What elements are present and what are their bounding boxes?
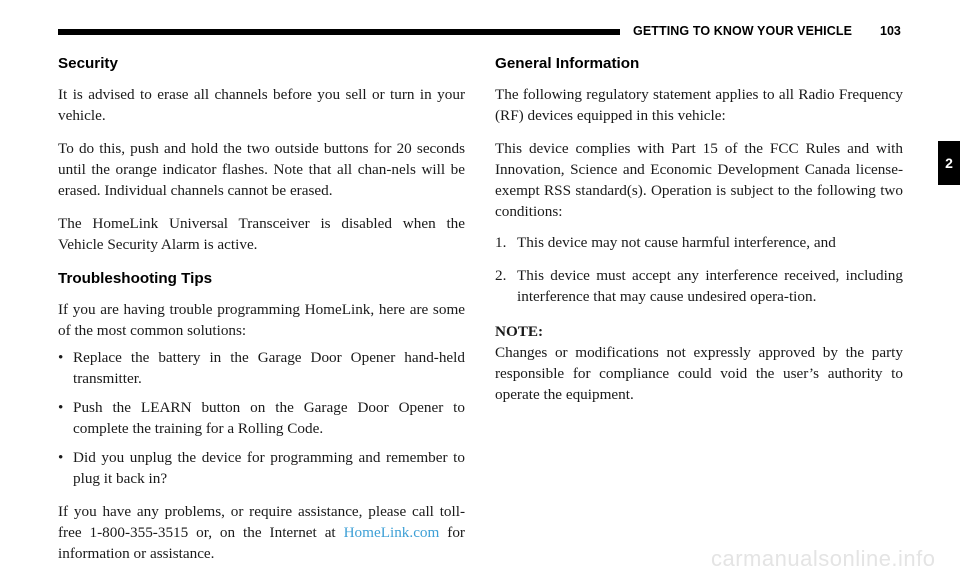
list-item: 2. This device must accept any interferen… — [495, 265, 903, 307]
security-paragraph-2: To do this, push and hold the two outsid… — [58, 140, 465, 199]
list-number: 2. — [495, 267, 507, 284]
list-item-text: This device must accept any interference… — [517, 267, 903, 305]
running-header-title: GETTING TO KNOW YOUR VEHICLE — [633, 24, 853, 38]
note-label-text: NOTE: — [495, 323, 544, 340]
list-item: • Did you unplug the device for programmi… — [58, 447, 465, 489]
note-text: Changes or modifications not expressly a… — [495, 344, 903, 403]
list-number: 1. — [495, 234, 507, 251]
chapter-tab: 2 — [938, 141, 960, 185]
right-column: General Information The following regula… — [495, 54, 903, 405]
list-item: • Replace the battery in the Garage Door … — [58, 347, 465, 389]
general-information-heading: General Information — [495, 55, 640, 72]
list-item-text: Did you unplug the device for programmin… — [73, 449, 465, 487]
list-item-text: Push the LEARN button on the Garage Door… — [73, 399, 465, 437]
chapter-tab-label: 2 — [945, 155, 953, 171]
homelink-link[interactable]: HomeLink.com — [343, 524, 440, 541]
watermark: carmanualsonline.info — [711, 546, 936, 571]
list-item: • Push the LEARN button on the Garage Doo… — [58, 397, 465, 439]
list-item-text: Replace the battery in the Garage Door O… — [73, 349, 465, 387]
security-heading: Security — [58, 55, 118, 72]
contact-text: If you have any problems, or require ass… — [58, 503, 465, 541]
list-item-text: This device may not cause harmful interf… — [517, 234, 836, 251]
note-label: NOTE: — [495, 321, 903, 342]
general-paragraph-1: The following regulatory statement appli… — [495, 86, 903, 124]
bullet-icon: • — [58, 399, 64, 416]
general-paragraph-2: This device complies with Part 15 of the… — [495, 140, 903, 220]
page-number: 103 — [880, 24, 901, 38]
bullet-icon: • — [58, 449, 64, 466]
security-paragraph-1: It is advised to erase all channels befo… — [58, 86, 465, 124]
troubleshooting-heading: Troubleshooting Tips — [58, 270, 213, 287]
contact-paragraph: If you have any problems, or require ass… — [58, 501, 465, 564]
security-paragraph-3: The HomeLink Universal Transceiver is di… — [58, 215, 465, 253]
header-rule — [58, 29, 620, 35]
troubleshooting-intro: If you are having trouble programming Ho… — [58, 301, 465, 339]
contact-text-end: for information or assistance. — [58, 524, 465, 562]
left-column: Security It is advised to erase all chan… — [58, 54, 465, 564]
bullet-icon: • — [58, 349, 64, 366]
list-item: 1. This device may not cause harmful inte… — [495, 232, 903, 253]
